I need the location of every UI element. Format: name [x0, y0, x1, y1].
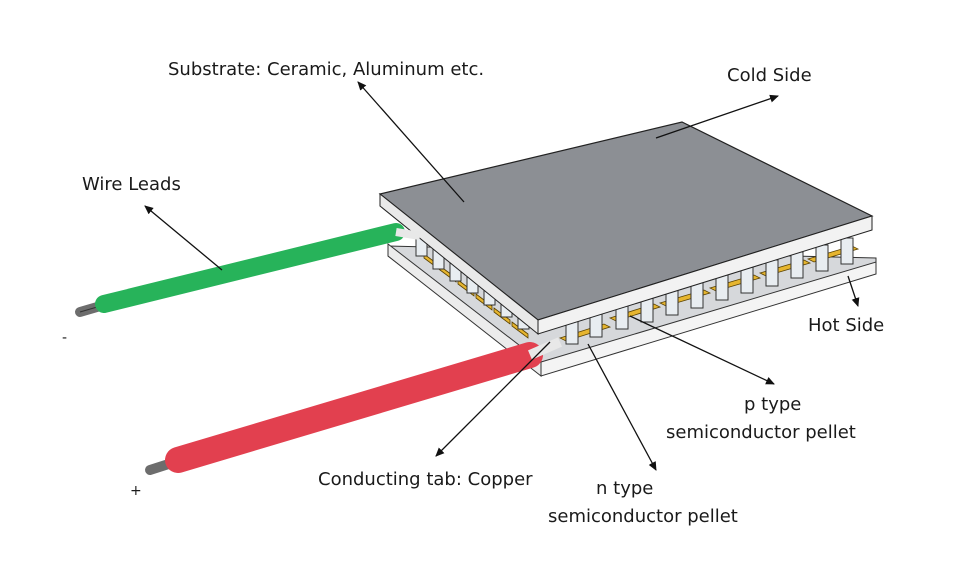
label-minus: -: [62, 330, 67, 346]
arrow-cold-side: [655, 94, 779, 139]
label-hot-side: Hot Side: [808, 315, 884, 336]
arrow-n-type: [587, 343, 657, 471]
annotation-arrows: [144, 81, 860, 471]
text-labels: Substrate: Ceramic, Aluminum etc. Cold S…: [62, 59, 884, 527]
wire-lead-negative: [75, 223, 421, 317]
arrow-wire-leads: [144, 205, 223, 271]
label-conducting-tab: Conducting tab: Copper: [318, 469, 533, 490]
label-plus: +: [130, 483, 142, 499]
arrow-hot-side: [847, 275, 860, 307]
label-cold-side: Cold Side: [727, 65, 812, 86]
wire-lead-positive: [145, 337, 562, 475]
label-p-type-line2: semiconductor pellet: [666, 422, 856, 443]
label-n-type-line2: semiconductor pellet: [548, 506, 738, 527]
label-n-type-line1: n type: [596, 478, 653, 499]
arrow-substrate: [357, 81, 465, 203]
arrow-p-type: [629, 315, 775, 385]
label-substrate: Substrate: Ceramic, Aluminum etc.: [168, 59, 484, 80]
cold-side-plate: [378, 121, 874, 336]
label-p-type-line1: p type: [744, 394, 801, 415]
arrow-conducting-tab: [435, 341, 551, 457]
label-wire-leads: Wire Leads: [82, 174, 181, 195]
